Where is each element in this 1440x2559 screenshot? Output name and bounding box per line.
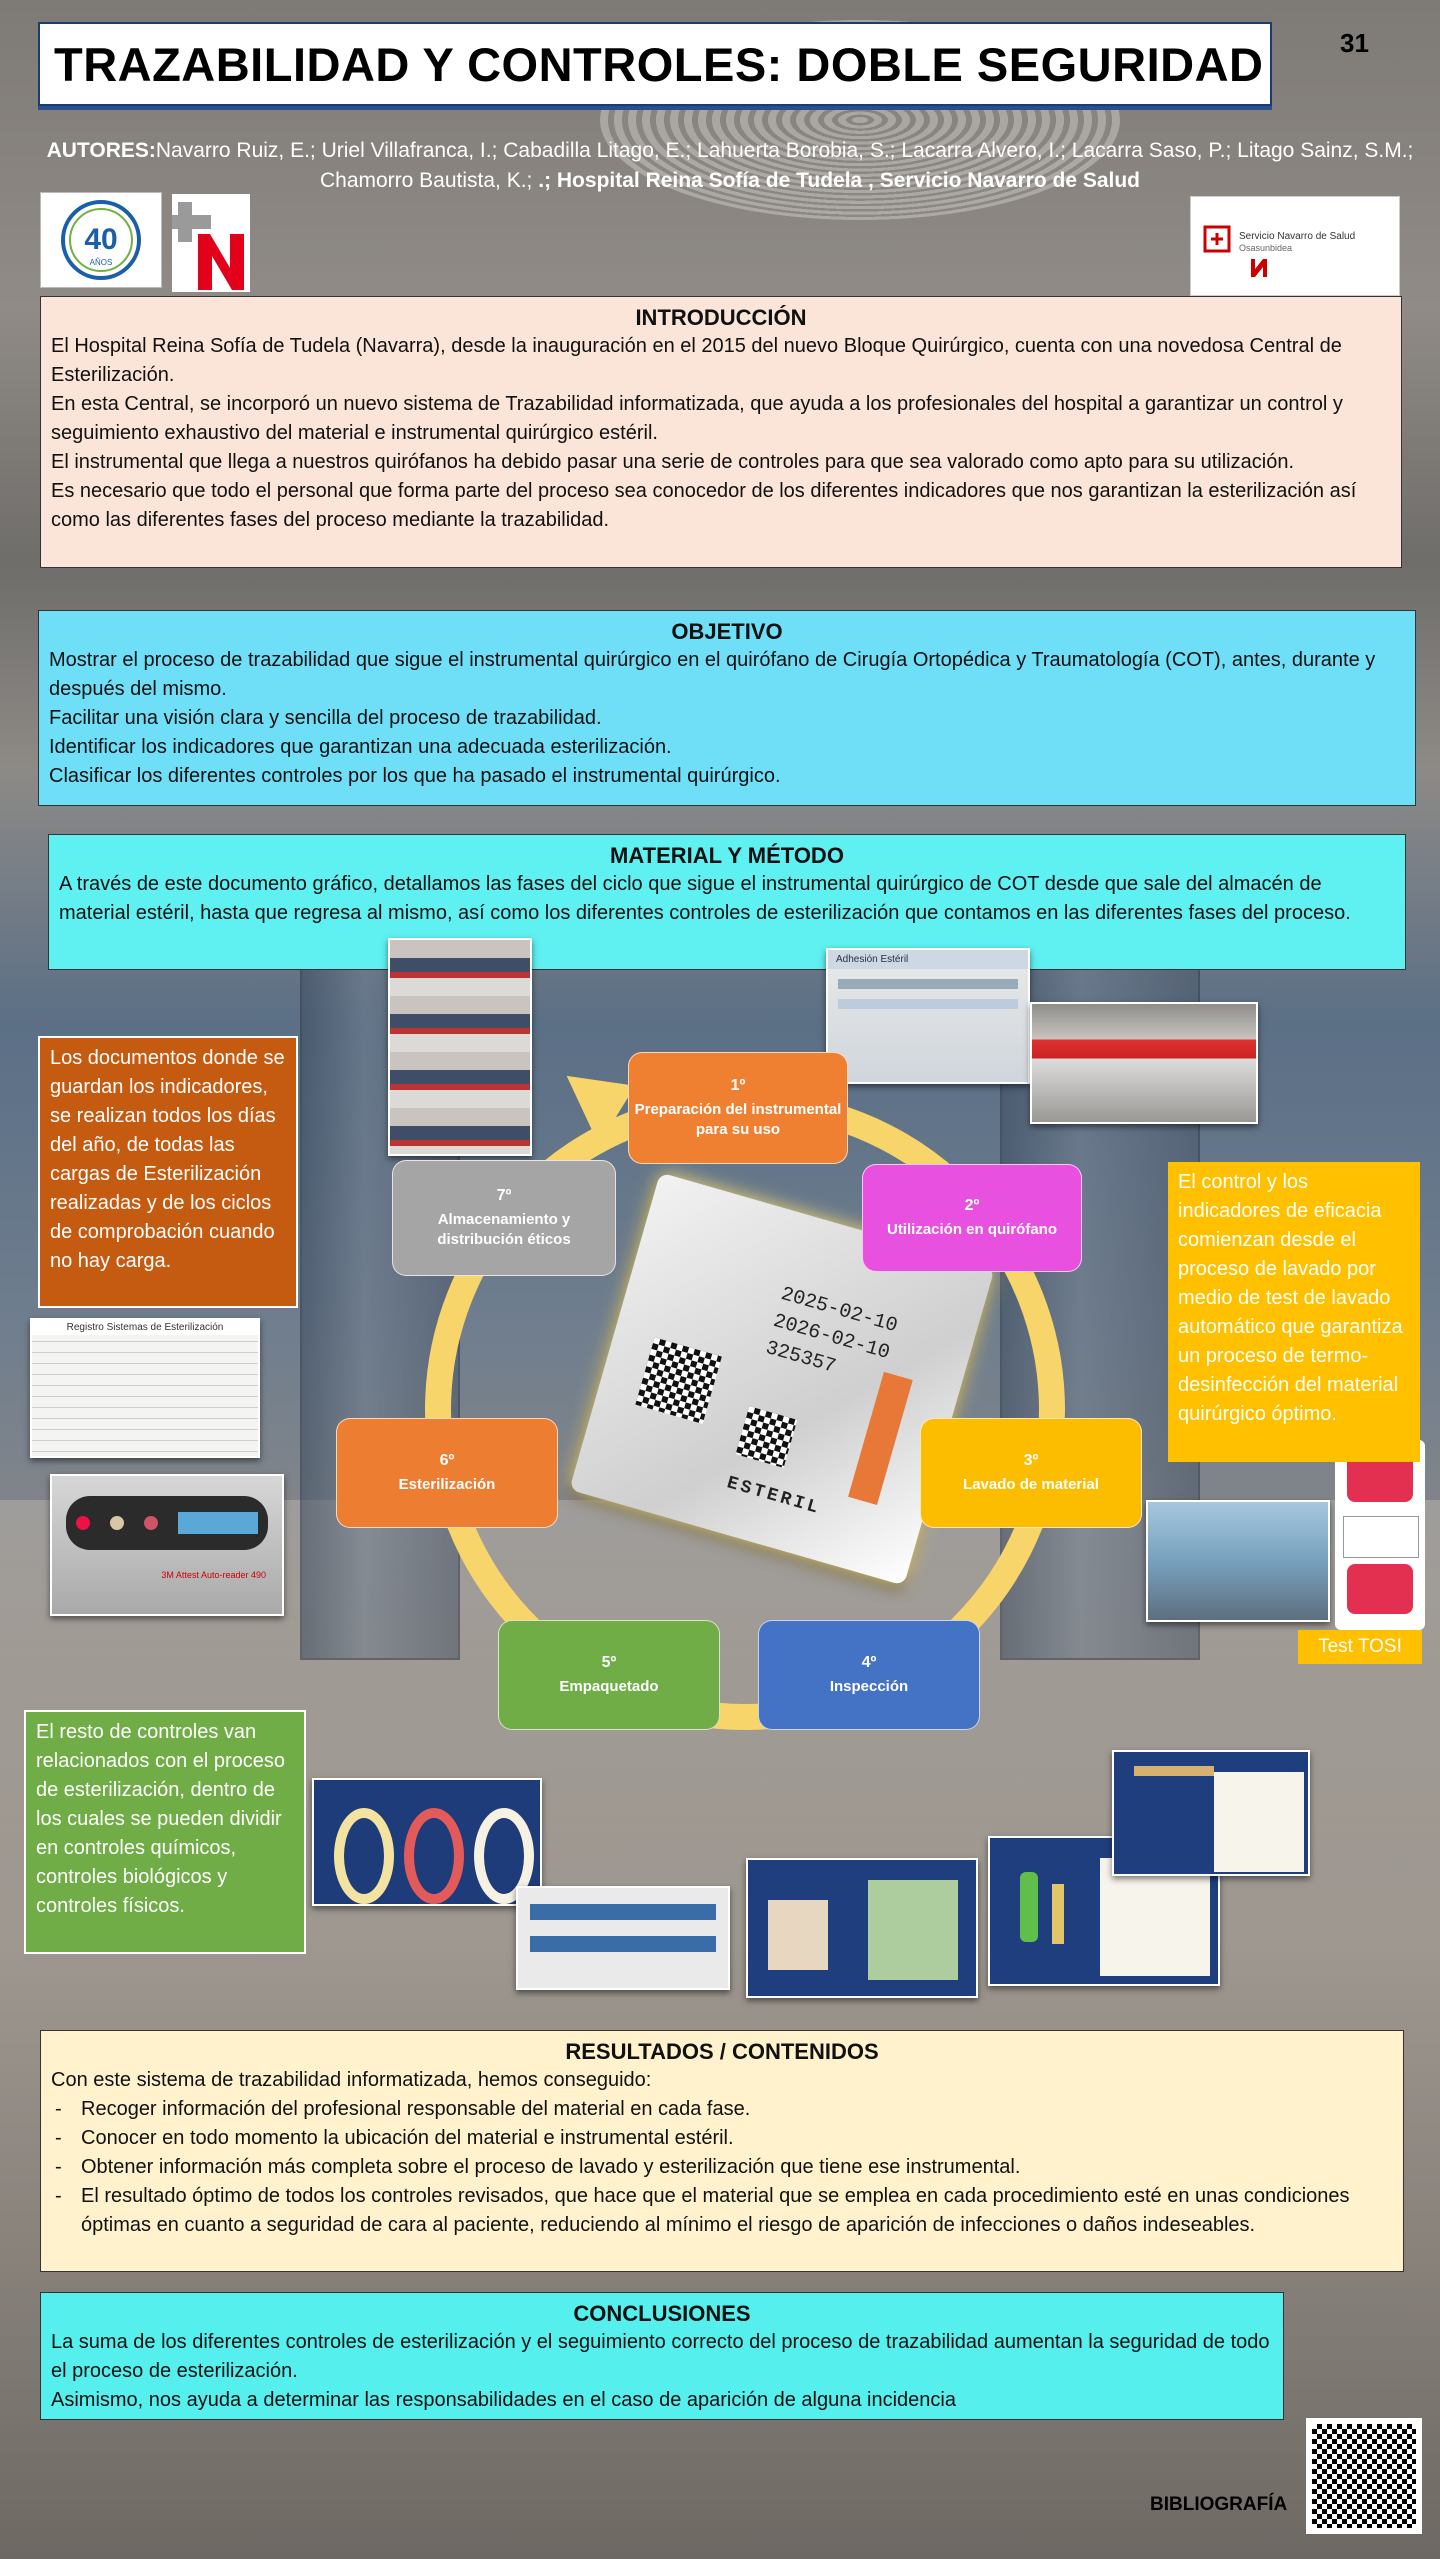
step-4-label: Inspección: [829, 1678, 909, 1695]
results-heading: RESULTADOS / CONTENIDOS: [565, 2039, 879, 2064]
intro-paragraph-3: El instrumental que llega a nuestros qui…: [51, 451, 1294, 473]
hospital-logo: [171, 194, 250, 292]
cycle-step-1: 1º Preparación del instrumental para su …: [628, 1052, 848, 1164]
step-1-number: 1º: [730, 1077, 746, 1094]
washing-control-note: El control y los indicadores de eficacia…: [1168, 1162, 1420, 1462]
package-sterile-label: ESTERIL: [724, 1473, 823, 1520]
logo-40-sub: AÑOS: [90, 258, 113, 267]
introduction-section: INTRODUCCIÓN El Hospital Reina Sofía de …: [40, 296, 1402, 568]
attest-label: 3M Attest Auto-reader 490: [161, 1570, 266, 1580]
poster-title-box: TRAZABILIDAD Y CONTROLES: DOBLE SEGURIDA…: [38, 22, 1272, 106]
intro-paragraph-4: Es necesario que todo el personal que fo…: [51, 480, 1357, 531]
other-controls-note: El resto de controles van relacionados c…: [24, 1710, 306, 1954]
logo-40-number: 40: [84, 223, 117, 256]
screen-title: Adhesión Estéril: [828, 950, 1028, 969]
storage-shelves-photo: [388, 938, 532, 1156]
trazability-screen-photo: Adhesión Estéril: [826, 948, 1030, 1084]
results-item-4: El resultado óptimo de todos los control…: [55, 2182, 1393, 2240]
cycle-step-5: 5º Empaquetado: [498, 1620, 720, 1730]
intro-paragraph-2: En esta Central, se incorporó un nuevo s…: [51, 393, 1343, 444]
authors-line-2: Chamorro Bautista, K.;: [319, 169, 533, 192]
affiliation: .; Hospital Reina Sofía de Tudela , Serv…: [538, 169, 1141, 192]
register-title: Registro Sistemas de Esterilización: [32, 1320, 258, 1335]
sns-logo-icon: Servicio Navarro de Salud Osasunbidea: [1203, 225, 1355, 277]
sns-logo-sub: Osasunbidea: [1239, 243, 1292, 253]
material-method-section: MATERIAL Y MÉTODO A través de este docum…: [48, 834, 1406, 970]
control-sheet-photo: [1112, 1750, 1310, 1876]
bibliography-qr-code[interactable]: [1306, 2418, 1422, 2534]
sns-logo-text: Servicio Navarro de Salud: [1239, 231, 1355, 242]
objective-item-1: Mostrar el proceso de trazabilidad que s…: [49, 649, 1376, 700]
results-item-1: Recoger información del profesional resp…: [55, 2095, 1393, 2124]
anniversary-logo-icon: 40 AÑOS: [61, 200, 141, 280]
test-tosi-label: Test TOSI: [1298, 1630, 1422, 1664]
cycle-step-7: 7º Almacenamiento y distribución éticos: [392, 1160, 616, 1276]
conclusions-section: CONCLUSIONES La suma de los diferentes c…: [40, 2292, 1284, 2420]
conclusions-heading: CONCLUSIONES: [573, 2301, 751, 2326]
objective-section: OBJETIVO Mostrar el proceso de trazabili…: [38, 610, 1416, 806]
step-6-number: 6º: [439, 1452, 455, 1469]
documents-note: Los documentos donde se guardan los indi…: [38, 1036, 298, 1308]
washer-disinfector-photo: [1146, 1500, 1330, 1622]
chemical-indicators-photo: [516, 1886, 730, 1990]
hospital-cross-n-icon: [171, 202, 244, 290]
cycle-step-6: 6º Esterilización: [336, 1418, 558, 1528]
instrument-case-photo: [1030, 1002, 1258, 1124]
authors-label: AUTORES:: [46, 139, 156, 162]
cycle-step-4: 4º Inspección: [758, 1620, 980, 1730]
introduction-heading: INTRODUCCIÓN: [635, 305, 807, 330]
step-7-label: Almacenamiento y distribución éticos: [437, 1211, 571, 1248]
step-7-number: 7º: [496, 1187, 512, 1204]
results-item-3: Obtener información más completa sobre e…: [55, 2153, 1393, 2182]
conclusions-paragraph-1: La suma de los diferentes controles de e…: [51, 2331, 1270, 2382]
results-list: Recoger información del profesional resp…: [51, 2095, 1393, 2240]
results-intro: Con este sistema de trazabilidad informa…: [51, 2069, 652, 2091]
material-method-heading: MATERIAL Y MÉTODO: [610, 843, 844, 868]
indicator-tape-photo: [312, 1778, 542, 1906]
instrument-pouches-photo: [746, 1858, 978, 1998]
step-1-label: Preparación del instrumental para su uso: [634, 1101, 842, 1138]
objective-item-4: Clasificar los diferentes controles por …: [49, 765, 781, 787]
intro-paragraph-1: El Hospital Reina Sofía de Tudela (Navar…: [51, 335, 1342, 386]
results-section: RESULTADOS / CONTENIDOS Con este sistema…: [40, 2030, 1404, 2272]
step-2-number: 2º: [964, 1197, 980, 1214]
servicio-navarro-logo: Servicio Navarro de Salud Osasunbidea: [1190, 196, 1400, 296]
step-3-number: 3º: [1023, 1452, 1039, 1469]
cycle-step-2: 2º Utilización en quirófano: [862, 1164, 1082, 1272]
step-2-label: Utilización en quirófano: [886, 1221, 1057, 1238]
step-4-number: 4º: [861, 1654, 877, 1671]
sterilization-register-photo: Registro Sistemas de Esterilización: [30, 1318, 260, 1458]
step-5-label: Empaquetado: [559, 1678, 659, 1695]
authors-block: AUTORES:Navarro Ruiz, E.; Uriel Villafra…: [40, 136, 1420, 196]
page-number: 31: [1340, 28, 1369, 58]
material-method-text: A través de este documento gráfico, deta…: [59, 873, 1351, 924]
authors-line-1: Navarro Ruiz, E.; Uriel Villafranca, I.;…: [155, 139, 1414, 162]
step-5-number: 5º: [601, 1654, 617, 1671]
step-3-label: Lavado de material: [963, 1476, 1099, 1493]
biological-indicator-photo: [988, 1836, 1220, 1986]
biological-reader-photo: 3M Attest Auto-reader 490: [50, 1474, 284, 1616]
conclusions-paragraph-2: Asimismo, nos ayuda a determinar las res…: [51, 2389, 956, 2411]
objective-heading: OBJETIVO: [671, 619, 783, 644]
poster-title: TRAZABILIDAD Y CONTROLES: DOBLE SEGURIDA…: [54, 37, 1264, 91]
tosi-test-card: [1335, 1440, 1425, 1630]
results-item-2: Conocer en todo momento la ubicación del…: [55, 2124, 1393, 2153]
cycle-step-3: 3º Lavado de material: [920, 1418, 1142, 1528]
anniversary-logo: 40 AÑOS: [40, 192, 162, 288]
bibliography-label[interactable]: BIBLIOGRAFÍA: [1150, 2494, 1288, 2515]
step-6-label: Esterilización: [398, 1476, 496, 1493]
objective-item-3: Identificar los indicadores que garantiz…: [49, 736, 672, 758]
objective-item-2: Facilitar una visión clara y sencilla de…: [49, 707, 602, 729]
